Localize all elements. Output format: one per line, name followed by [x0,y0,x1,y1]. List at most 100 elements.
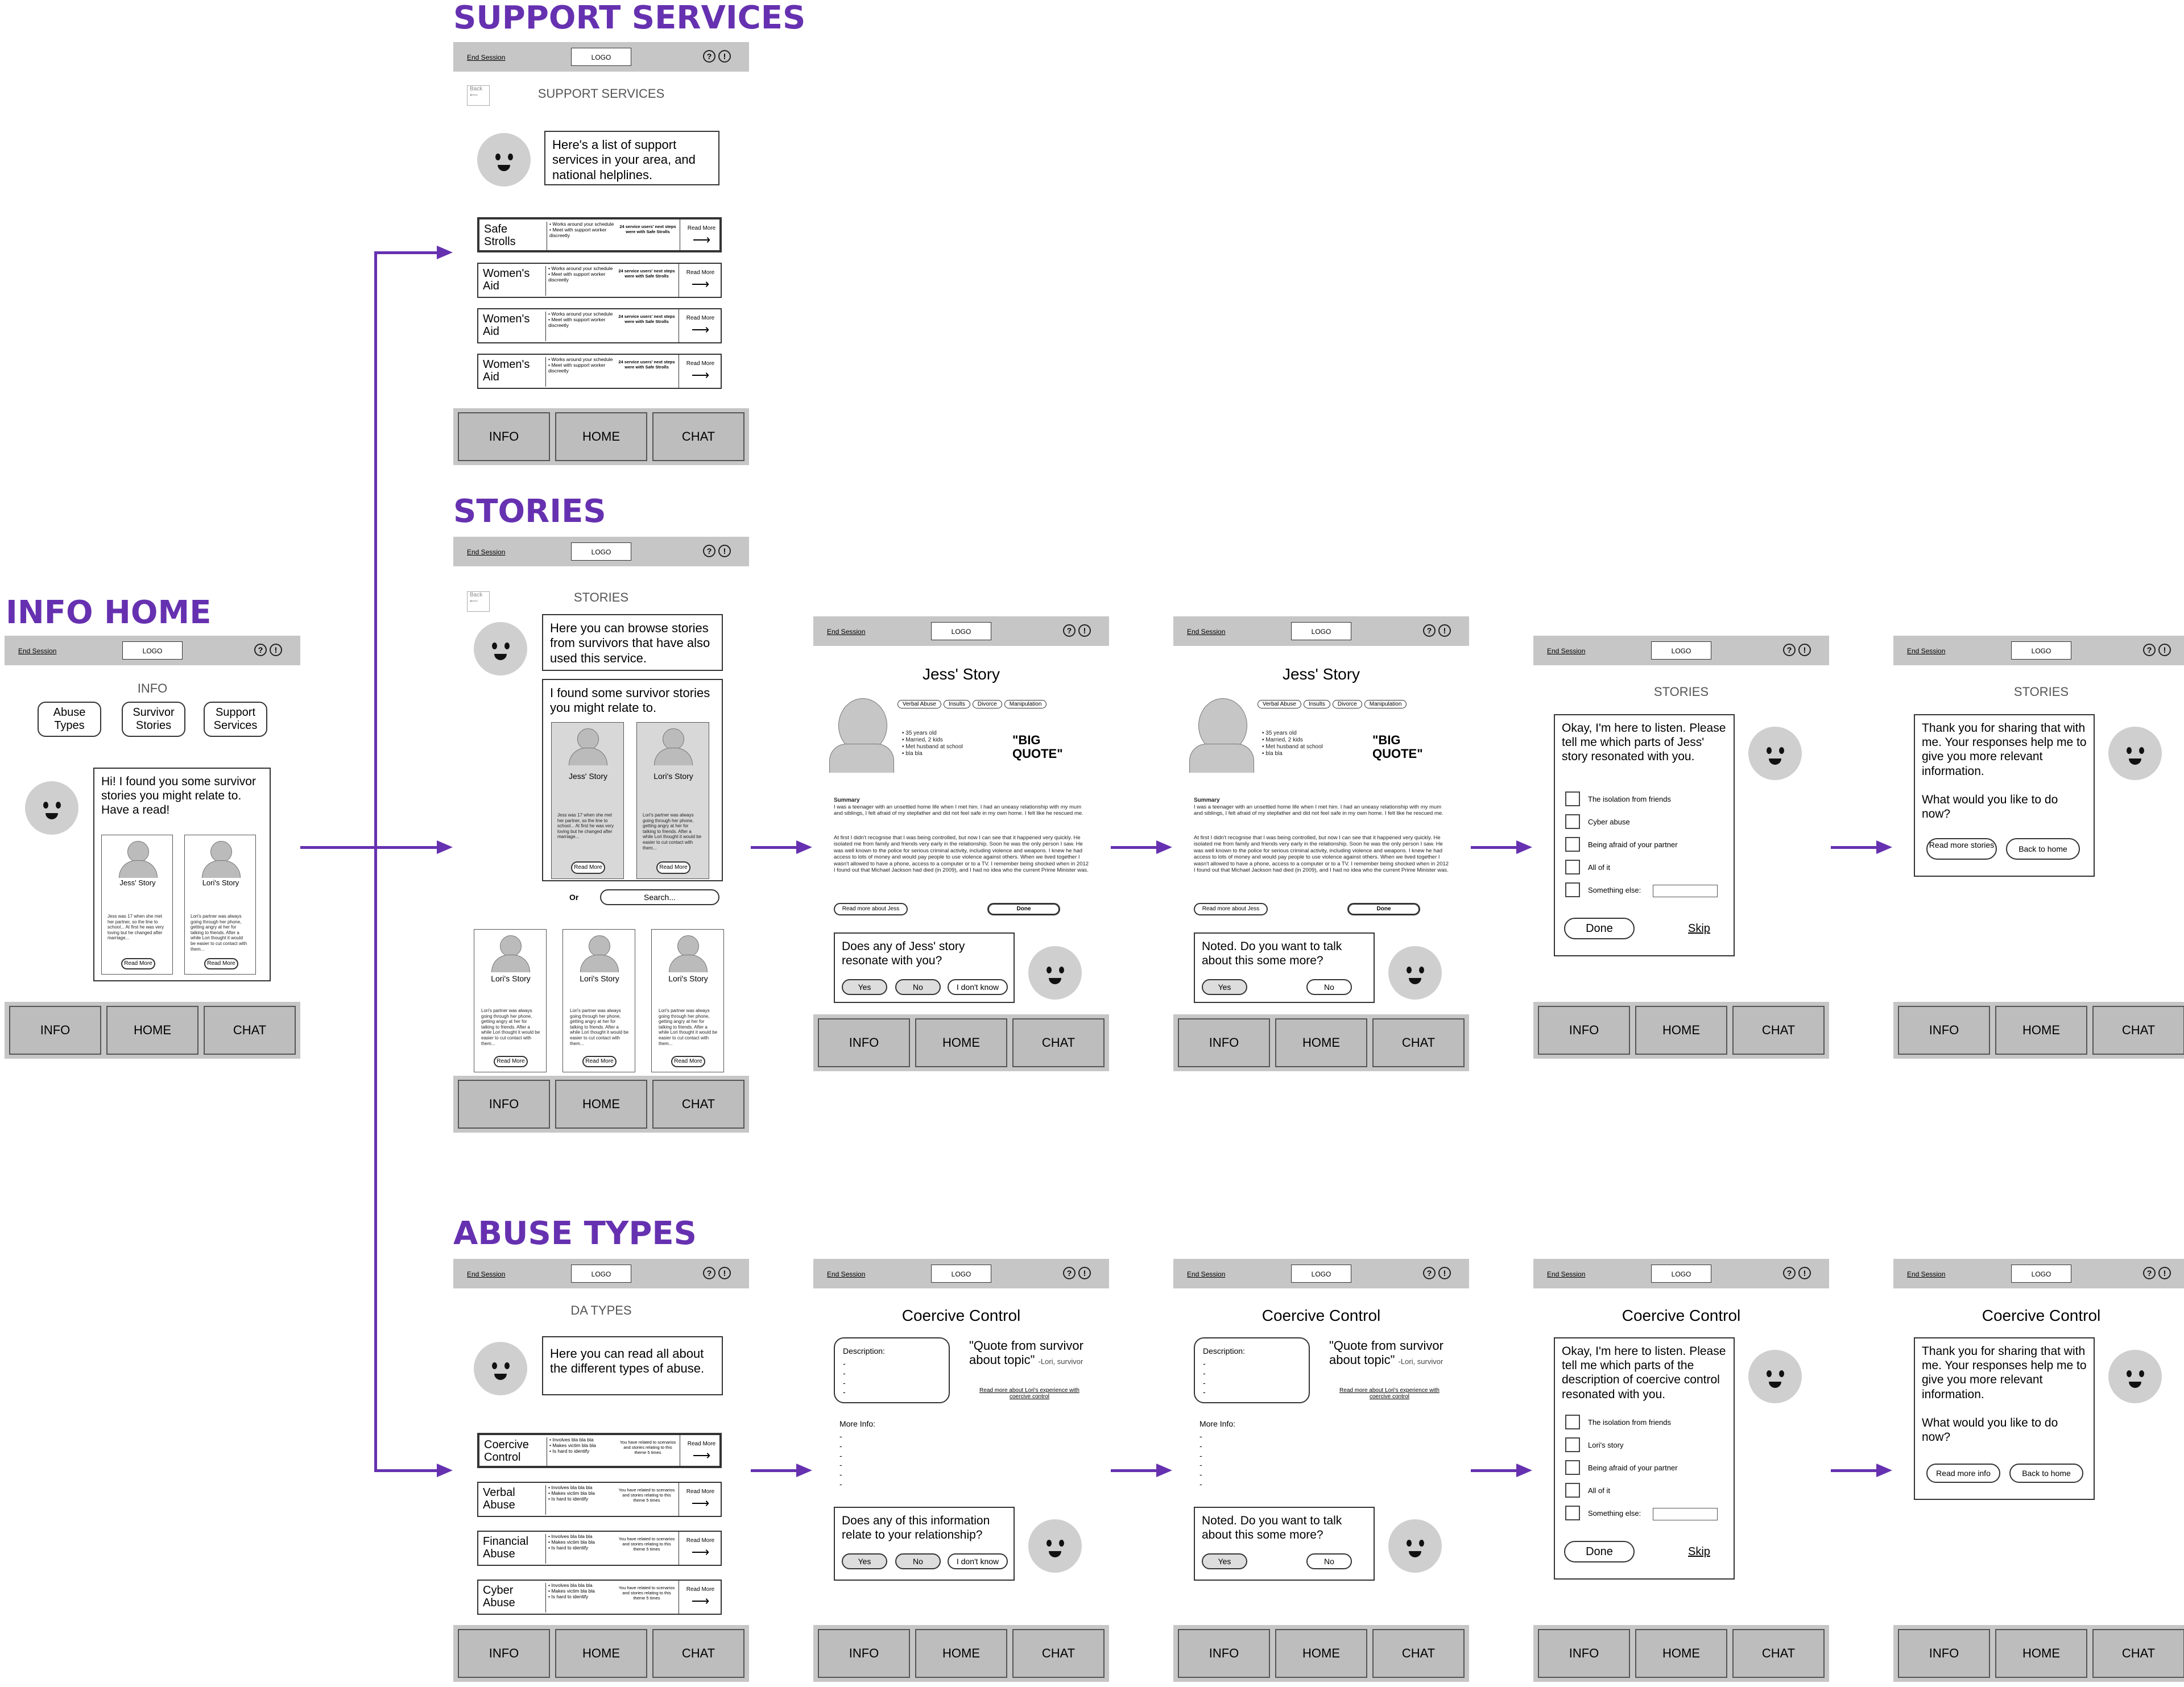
nav-info[interactable]: INFO [1178,1629,1270,1678]
read-more-link[interactable]: Read more about Jess [834,903,908,915]
help-icon[interactable]: ? [1783,644,1796,656]
nav-info[interactable]: INFO [1898,1006,1990,1055]
end-session-link[interactable]: End Session [1907,647,1946,655]
dont-know-button[interactable]: I don't know [948,979,1008,995]
no-button[interactable]: No [1306,979,1352,995]
nav-chat[interactable]: CHAT [652,1080,744,1129]
survivor-stories-button[interactable]: Survivor Stories [122,702,185,737]
nav-home[interactable]: HOME [915,1629,1007,1678]
abuse-type-row[interactable]: Cyber Abuse • Involves bla bla bla• Make… [477,1580,722,1615]
end-session-link[interactable]: End Session [1547,647,1586,655]
story-card-lori[interactable]: Lori's Story Lori's partner was always g… [184,835,256,975]
no-button[interactable]: No [895,979,941,995]
nav-info[interactable]: INFO [1538,1006,1630,1055]
read-more-button[interactable]: Read More [571,861,605,874]
info-icon[interactable]: ! [1078,1267,1091,1279]
option-checkbox[interactable] [1565,860,1580,874]
end-session-link[interactable]: End Session [1187,1270,1226,1278]
done-button[interactable]: Done [1347,903,1420,915]
no-button[interactable]: No [895,1553,941,1569]
service-row[interactable]: Safe Strolls • Works around your schedul… [477,217,722,252]
read-more-button[interactable]: Read More⟶ [680,1435,723,1466]
option-checkbox[interactable] [1565,1460,1580,1475]
read-more-button[interactable]: Read More [671,1056,705,1067]
nav-info[interactable]: INFO [458,1629,550,1678]
story-card-jess[interactable]: Jess' Story Jess was 17 when she met her… [101,835,173,975]
nav-info[interactable]: INFO [1538,1629,1630,1678]
abuse-type-row[interactable]: Verbal Abuse • Involves bla bla bla• Mak… [477,1482,722,1517]
read-more-lori-link[interactable]: Read more about Lori's experience with c… [979,1387,1079,1400]
help-icon[interactable]: ? [1423,624,1436,637]
read-more-button[interactable]: Read More⟶ [679,1483,722,1516]
yes-button[interactable]: Yes [1202,1553,1247,1569]
nav-home[interactable]: HOME [915,1018,1007,1067]
read-more-button[interactable]: Read More [204,958,238,969]
abuse-type-row[interactable]: Financial Abuse • Involves bla bla bla• … [477,1531,722,1566]
nav-chat[interactable]: CHAT [1732,1629,1825,1678]
read-more-button[interactable]: Read More⟶ [679,264,722,297]
service-row[interactable]: Women's Aid • Works around your schedule… [477,308,722,343]
option-checkbox[interactable] [1565,1415,1580,1429]
end-session-link[interactable]: End Session [467,548,506,556]
service-row[interactable]: Women's Aid • Works around your schedule… [477,263,722,298]
story-card-lori[interactable]: Lori's Story Lori's partner was always g… [474,929,547,1072]
nav-info[interactable]: INFO [458,1080,550,1129]
yes-button[interactable]: Yes [1202,979,1247,995]
end-session-link[interactable]: End Session [467,53,506,61]
read-more-button[interactable]: Read More [494,1056,528,1067]
nav-info[interactable]: INFO [818,1018,910,1067]
option-checkbox[interactable] [1565,882,1580,897]
read-more-button[interactable]: Read More [656,861,690,874]
nav-info[interactable]: INFO [1178,1018,1270,1067]
end-session-link[interactable]: End Session [1187,628,1226,636]
read-more-button[interactable]: Read More⟶ [679,1581,722,1614]
nav-chat[interactable]: CHAT [1012,1629,1105,1678]
nav-info[interactable]: INFO [1898,1629,1990,1678]
nav-chat[interactable]: CHAT [1732,1006,1825,1055]
nav-chat[interactable]: CHAT [652,412,744,461]
read-more-link[interactable]: Read more about Jess [1194,903,1268,915]
read-more-info-button[interactable]: Read more info [1926,1464,2000,1483]
back-to-home-button[interactable]: Back to home [2006,838,2080,860]
back-button[interactable]: Back⟵ [467,85,490,106]
abuse-type-row[interactable]: Coercive Control • Involves bla bla bla•… [477,1433,722,1468]
option-checkbox[interactable] [1565,814,1580,829]
help-icon[interactable]: ? [2143,644,2156,656]
no-button[interactable]: No [1306,1553,1352,1569]
info-icon[interactable]: ! [2158,644,2171,656]
info-icon[interactable]: ! [718,545,731,557]
help-icon[interactable]: ? [254,644,267,656]
info-icon[interactable]: ! [1438,624,1451,637]
nav-home[interactable]: HOME [1275,1629,1367,1678]
end-session-link[interactable]: End Session [827,1270,866,1278]
help-icon[interactable]: ? [1063,1267,1076,1279]
end-session-link[interactable]: End Session [1547,1270,1586,1278]
nav-home[interactable]: HOME [1635,1629,1727,1678]
something-else-input[interactable] [1653,885,1718,897]
done-button[interactable]: Done [1564,1541,1635,1562]
done-button[interactable]: Done [1564,918,1635,939]
option-checkbox[interactable] [1565,1437,1580,1452]
read-more-stories-button[interactable]: Read more stories [1926,838,1997,860]
skip-link[interactable]: Skip [1688,1545,1710,1558]
help-icon[interactable]: ? [1063,624,1076,637]
info-icon[interactable]: ! [718,50,731,63]
dont-know-button[interactable]: I don't know [948,1553,1008,1569]
help-icon[interactable]: ? [703,50,715,63]
done-button[interactable]: Done [987,903,1060,915]
info-icon[interactable]: ! [1798,644,1811,656]
info-icon[interactable]: ! [1438,1267,1451,1279]
end-session-link[interactable]: End Session [1907,1270,1946,1278]
read-more-lori-link[interactable]: Read more about Lori's experience with c… [1339,1387,1440,1400]
option-checkbox[interactable] [1565,837,1580,852]
abuse-types-button[interactable]: Abuse Types [38,702,101,737]
help-icon[interactable]: ? [2143,1267,2156,1279]
end-session-link[interactable]: End Session [827,628,866,636]
info-icon[interactable]: ! [718,1267,731,1279]
info-icon[interactable]: ! [1798,1267,1811,1279]
read-more-button[interactable]: Read More [582,1056,617,1067]
story-card-lori[interactable]: Lori's Story Lori's partner was always g… [636,722,709,879]
nav-info[interactable]: INFO [818,1629,910,1678]
option-checkbox[interactable] [1565,1483,1580,1498]
nav-chat[interactable]: CHAT [204,1006,296,1055]
